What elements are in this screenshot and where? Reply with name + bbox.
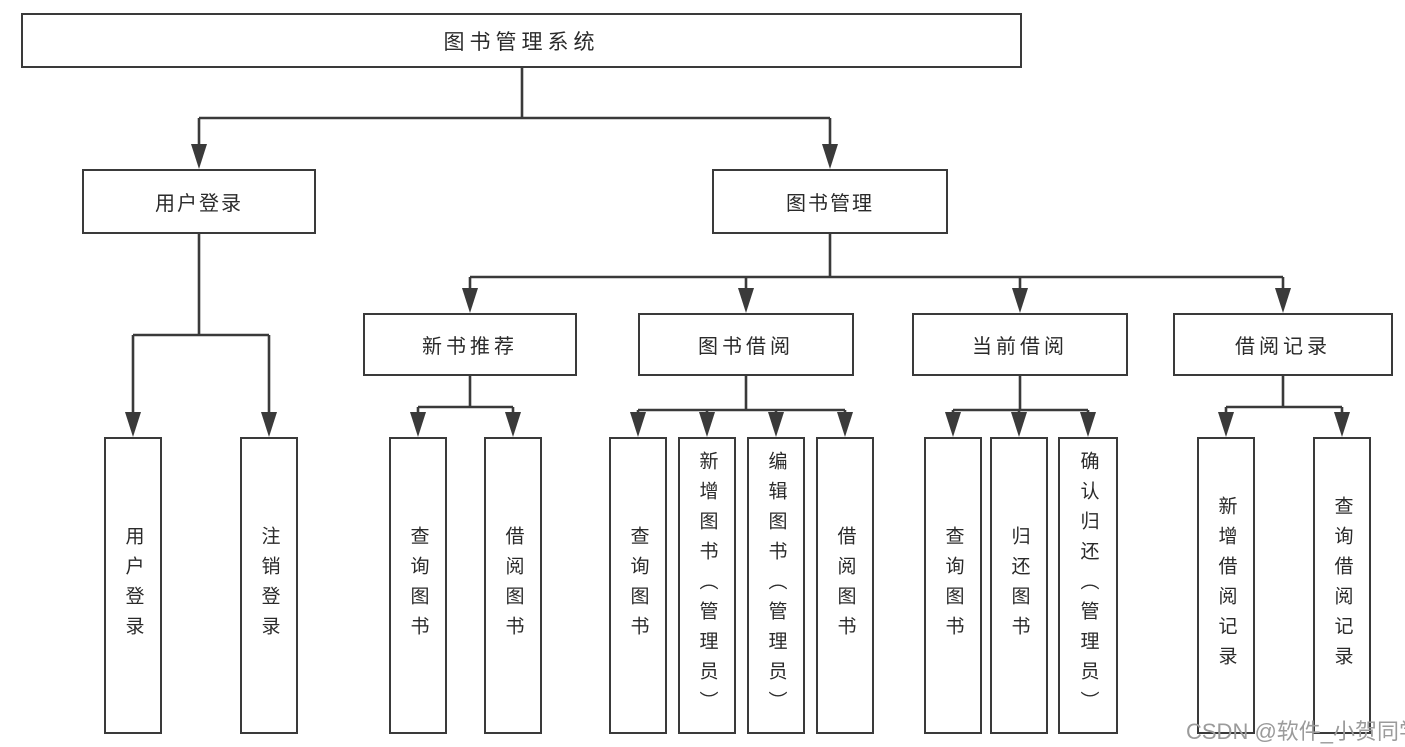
node-book-management: 图书管理 (712, 169, 948, 234)
leaf-recommend-query-books: 查询图书 (389, 437, 447, 734)
arrowhead-icon (1011, 412, 1027, 437)
leaf-edit-books-admin: 编辑图书（管理员） (747, 437, 805, 734)
leaf-confirm-return-admin: 确认归还（管理员） (1058, 437, 1118, 734)
leaf-add-borrowing-record: 新增借阅记录 (1197, 437, 1255, 734)
arrowhead-icon (505, 412, 521, 437)
node-borrowing-records: 借阅记录 (1173, 313, 1393, 376)
edge-new-book-recommendation (416, 376, 515, 414)
edge-borrowing-records (1224, 376, 1344, 414)
arrowhead-icon (945, 412, 961, 437)
edge-root (197, 68, 832, 146)
leaf-query-borrowing-record: 查询借阅记录 (1313, 437, 1371, 734)
leaf-add-books-admin: 新增图书（管理员） (678, 437, 736, 734)
node-book-borrowing: 图书借阅 (638, 313, 854, 376)
leaf-logout-login: 注销登录 (240, 437, 298, 734)
arrowhead-icon (125, 412, 141, 437)
arrowhead-icon (462, 288, 478, 313)
arrowhead-icon (1218, 412, 1234, 437)
arrowhead-icon (837, 412, 853, 437)
edge-current-borrowing (951, 376, 1090, 414)
node-library-system-root: 图书管理系统 (21, 13, 1022, 68)
leaf-borrowing-query-books: 查询图书 (609, 437, 667, 734)
node-new-book-recommendation: 新书推荐 (363, 313, 577, 376)
arrowhead-icon (699, 412, 715, 437)
edge-book-borrowing (636, 376, 847, 414)
node-user-login: 用户登录 (82, 169, 316, 234)
arrowhead-icon (822, 144, 838, 169)
edge-book-management (468, 234, 1285, 290)
leaf-user-login: 用户登录 (104, 437, 162, 734)
arrowhead-icon (1012, 288, 1028, 313)
node-current-borrowing: 当前借阅 (912, 313, 1128, 376)
arrowhead-icon (738, 288, 754, 313)
arrowhead-icon (261, 412, 277, 437)
arrowhead-icon (410, 412, 426, 437)
leaf-borrowing-borrow-books: 借阅图书 (816, 437, 874, 734)
leaf-current-query-books: 查询图书 (924, 437, 982, 734)
arrowhead-icon (1080, 412, 1096, 437)
arrowhead-icon (191, 144, 207, 169)
leaf-recommend-borrow-books: 借阅图书 (484, 437, 542, 734)
arrowhead-icon (630, 412, 646, 437)
arrowhead-icon (1275, 288, 1291, 313)
leaf-return-books: 归还图书 (990, 437, 1048, 734)
edge-user-login (131, 234, 271, 414)
watermark-text: CSDN @软件_小贺同学 (1186, 719, 1405, 744)
arrowhead-icon (1334, 412, 1350, 437)
arrowhead-icon (768, 412, 784, 437)
